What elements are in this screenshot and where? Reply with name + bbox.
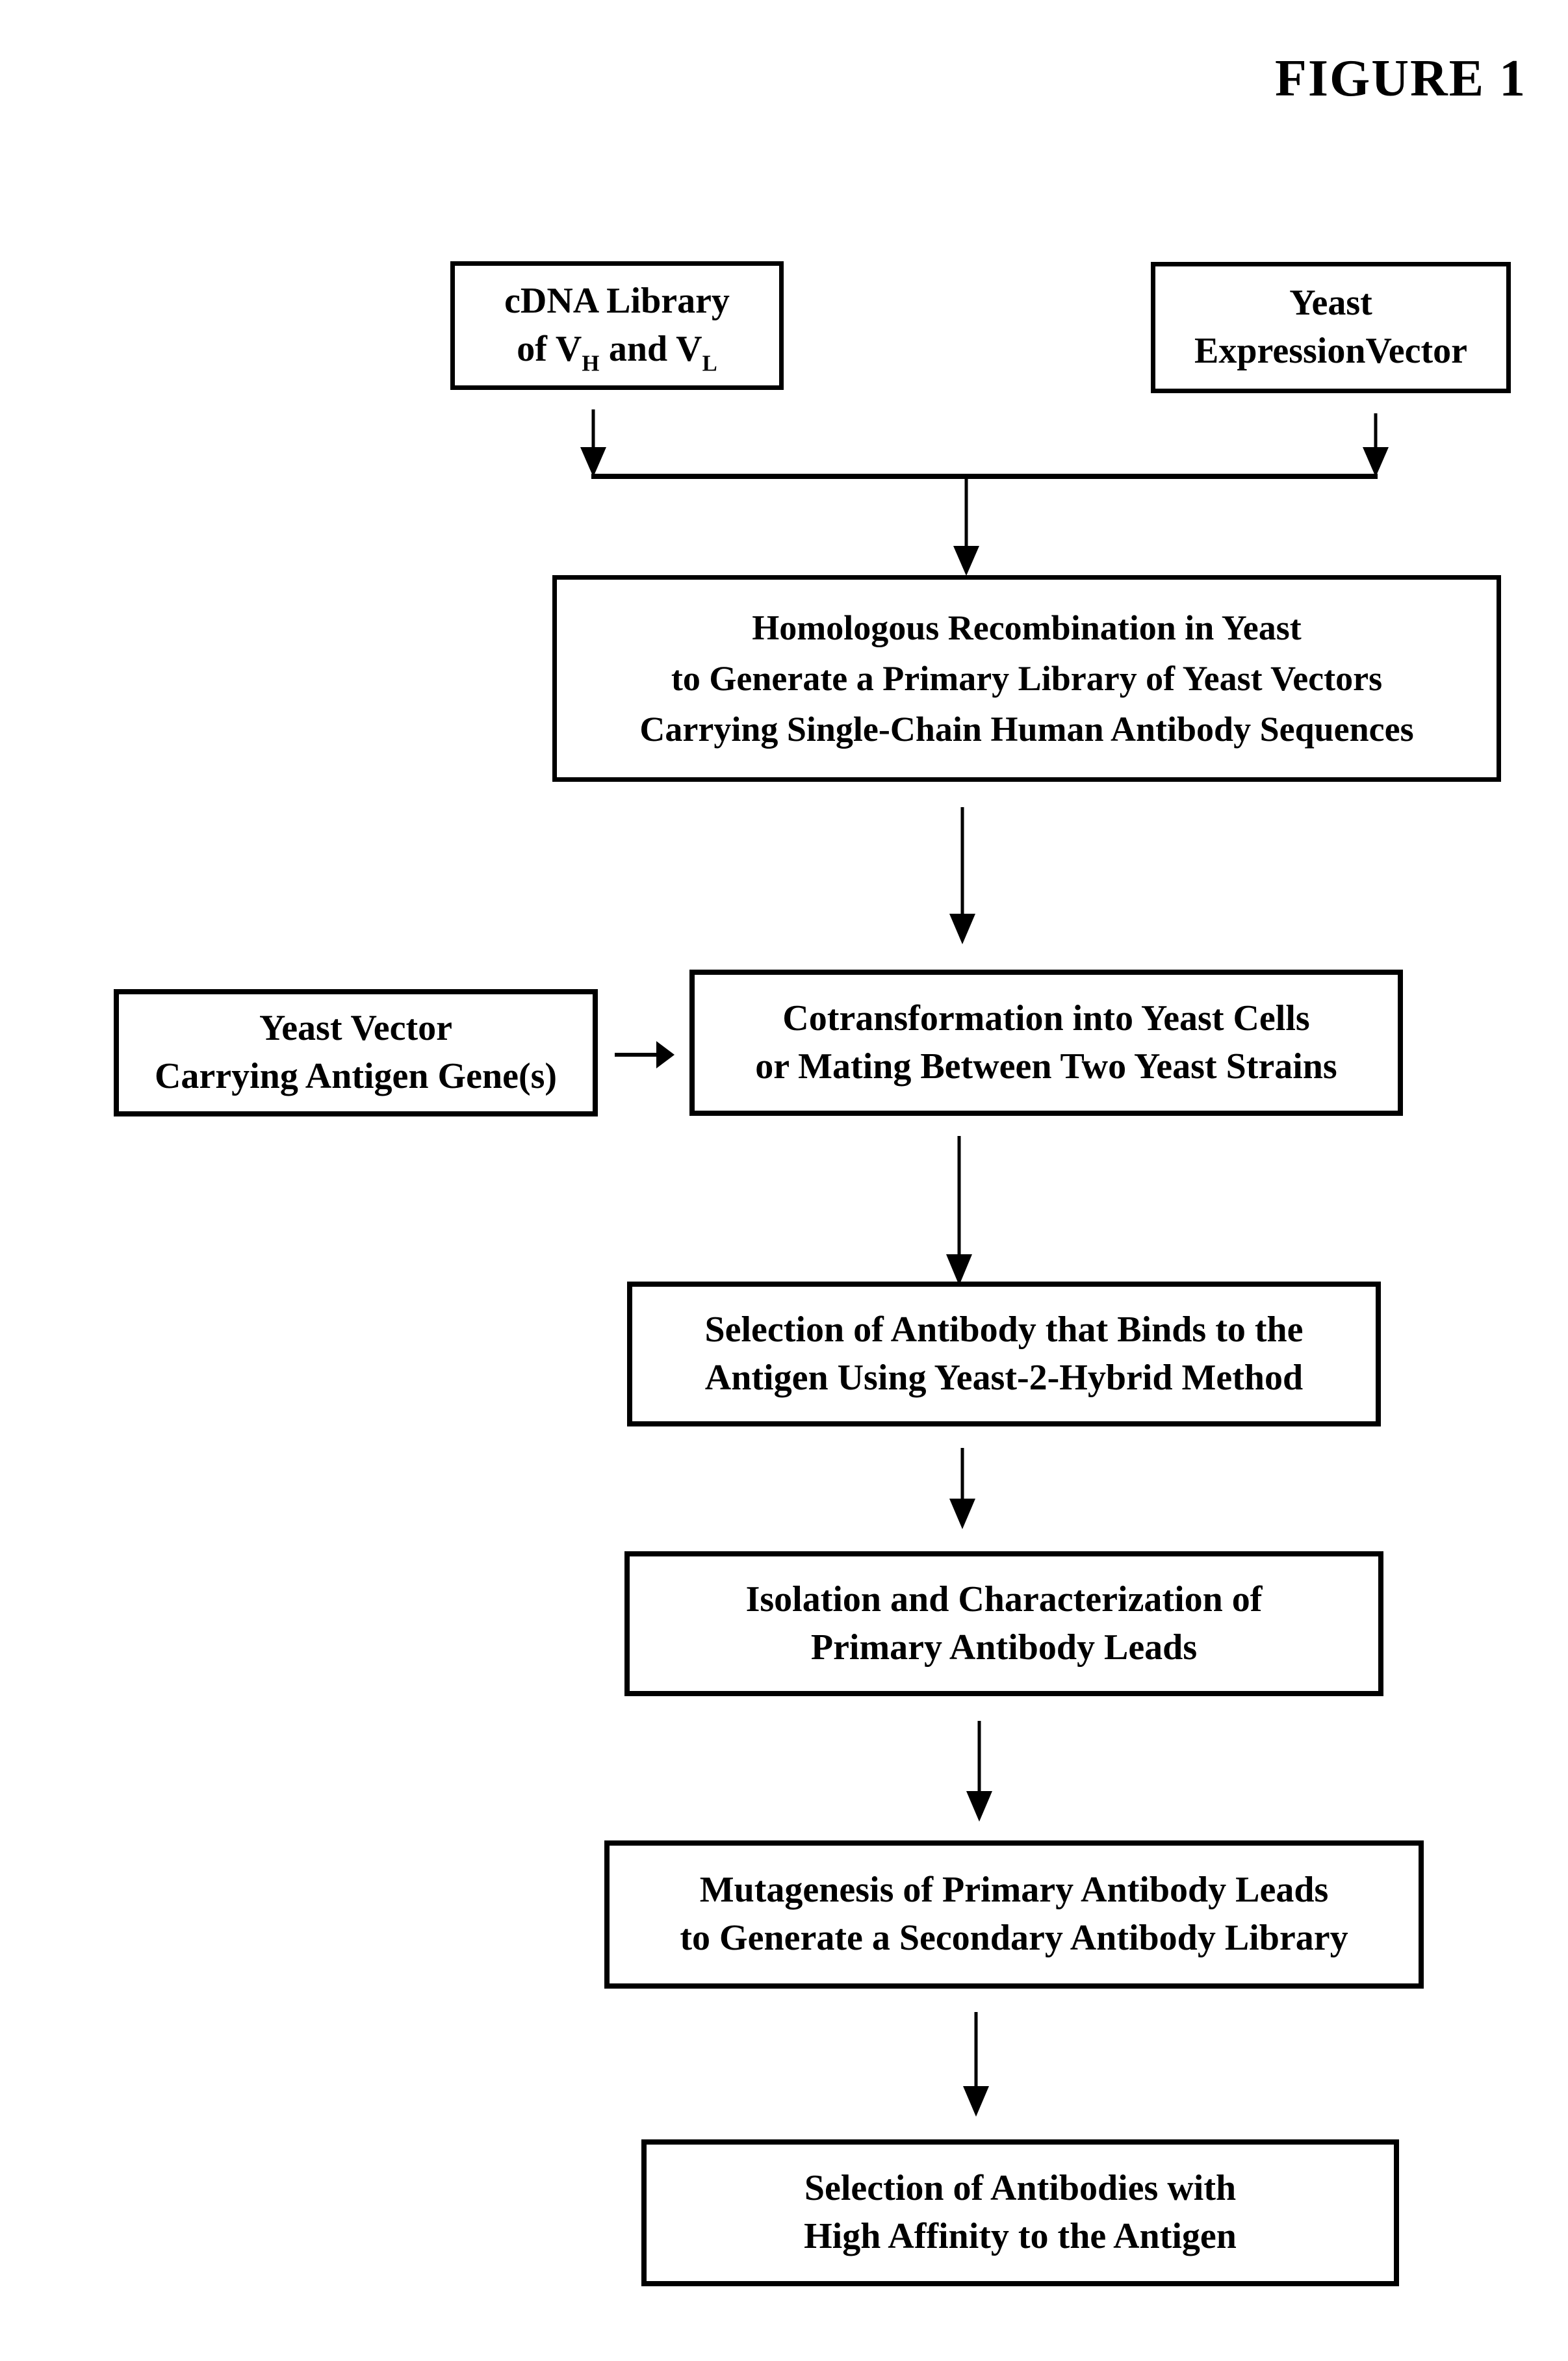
node-high-affinity-selection: Selection of Antibodies with High Affini… bbox=[641, 2139, 1399, 2286]
node-text-segment: of V bbox=[517, 329, 582, 369]
node-text-line: Selection of Antibodies with bbox=[804, 2168, 1237, 2209]
node-text-line: ExpressionVector bbox=[1194, 331, 1467, 371]
figure-title: FIGURE 1 bbox=[1275, 50, 1527, 107]
node-homologous-recombination: Homologous Recombination in Yeast to Gen… bbox=[552, 575, 1501, 782]
node-text-line: Mutagenesis of Primary Antibody Leads bbox=[699, 1870, 1329, 1911]
subscript-l: L bbox=[702, 350, 717, 376]
arrowhead-merge-to-homologous bbox=[953, 546, 979, 576]
node-selection-yeast-2-hybrid: Selection of Antibody that Binds to the … bbox=[627, 1282, 1381, 1426]
node-text-line: Homologous Recombination in Yeast bbox=[752, 608, 1302, 647]
node-text-line: High Affinity to the Antigen bbox=[804, 2216, 1237, 2256]
node-text-line: Selection of Antibody that Binds to the bbox=[704, 1309, 1304, 1350]
node-text-line: Carrying Single-Chain Human Antibody Seq… bbox=[639, 710, 1414, 749]
node-text-line: Yeast bbox=[1289, 283, 1372, 324]
node-text-line: Cotransformation into Yeast Cells bbox=[782, 998, 1310, 1039]
node-yeast-expression-vector: Yeast ExpressionVector bbox=[1151, 262, 1511, 393]
node-text-line: Carrying Antigen Gene(s) bbox=[154, 1056, 558, 1096]
node-yeast-vector-antigen: Yeast Vector Carrying Antigen Gene(s) bbox=[114, 989, 598, 1116]
arrowhead-yev-to-merge bbox=[1363, 447, 1389, 477]
node-text-line: to Generate a Secondary Antibody Library bbox=[680, 1918, 1348, 1958]
node-text-line: Yeast Vector bbox=[259, 1008, 453, 1049]
node-text-line: Isolation and Characterization of bbox=[745, 1579, 1263, 1619]
node-isolation-characterization: Isolation and Characterization of Primar… bbox=[624, 1551, 1383, 1696]
subscript-h: H bbox=[582, 350, 600, 376]
arrowhead-cdna-to-merge bbox=[580, 447, 606, 477]
arrowhead-homologous-to-cotransformation bbox=[949, 914, 975, 944]
node-mutagenesis: Mutagenesis of Primary Antibody Leads to… bbox=[604, 1840, 1424, 1989]
arrowhead-cotransformation-to-selection bbox=[946, 1254, 972, 1285]
node-cotransformation: Cotransformation into Yeast Cells or Mat… bbox=[689, 970, 1403, 1116]
node-text-line: Primary Antibody Leads bbox=[810, 1627, 1198, 1668]
node-text-line: Antigen Using Yeast-2-Hybrid Method bbox=[704, 1357, 1304, 1398]
node-text-line: cDNA Library bbox=[504, 281, 730, 322]
node-text-line: or Mating Between Two Yeast Strains bbox=[755, 1046, 1337, 1087]
arrowhead-antigen-to-cotransformation bbox=[656, 1041, 675, 1068]
arrowhead-isolation-to-mutagenesis bbox=[966, 1791, 992, 1822]
node-text-segment: and V bbox=[608, 329, 702, 369]
arrowhead-mutagenesis-to-highaffinity bbox=[963, 2086, 989, 2117]
node-text-line: to Generate a Primary Library of Yeast V… bbox=[671, 658, 1383, 698]
arrowhead-selection-to-isolation bbox=[949, 1499, 975, 1529]
